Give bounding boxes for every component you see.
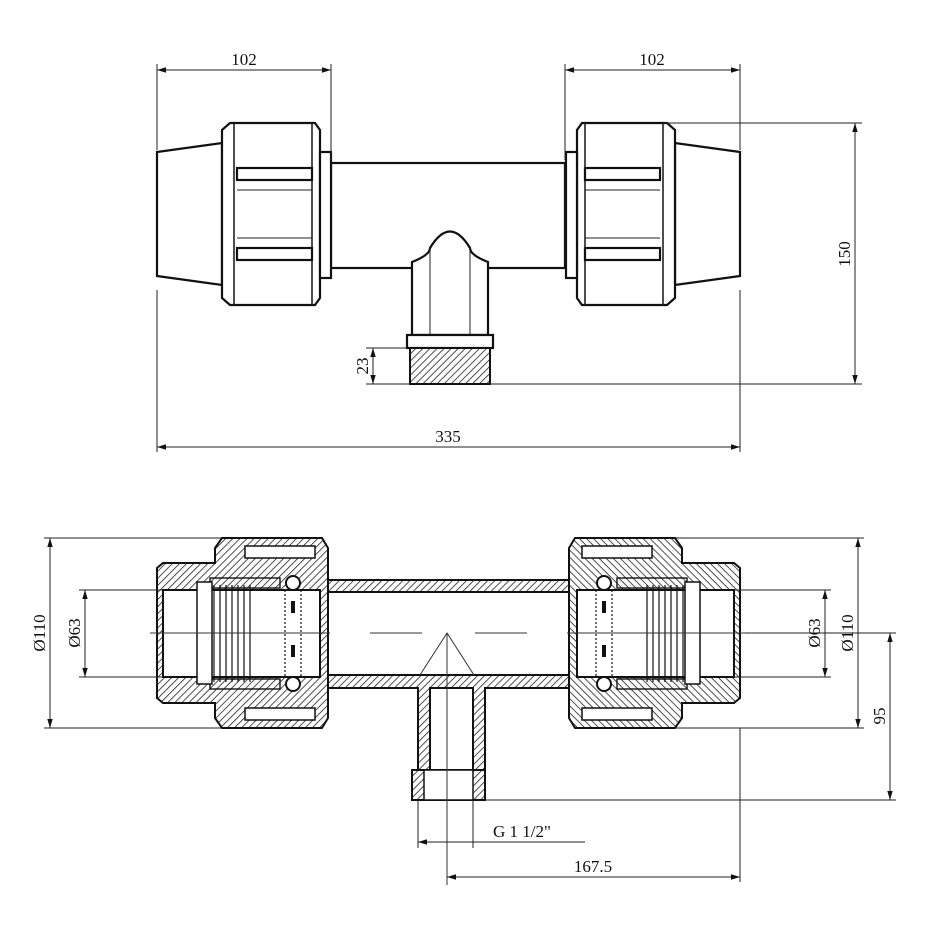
section-view: Ø110 Ø63 Ø63 Ø110 95 G 1 1/2" 167.5	[30, 537, 896, 885]
dim-height: 150	[835, 241, 854, 267]
top-view: 102 102 150 23 335	[155, 50, 862, 452]
branch-body	[410, 230, 490, 337]
branch-thread	[409, 347, 491, 385]
dim-right-inner-diameter: Ø63	[805, 618, 824, 647]
dim-left-width: 102	[231, 50, 257, 69]
dim-thread-length: 23	[353, 358, 372, 375]
dim-left-outer-diameter: Ø110	[30, 614, 49, 651]
dim-right-width: 102	[639, 50, 665, 69]
right-coupling	[564, 121, 742, 307]
dim-thread: G 1 1/2"	[493, 822, 551, 841]
left-coupling	[155, 121, 333, 307]
dim-right-outer-diameter: Ø110	[838, 614, 857, 651]
dim-branch-offset: 95	[870, 708, 889, 725]
pipe-wall-bottom	[321, 674, 576, 771]
dim-left-inner-diameter: Ø63	[65, 618, 84, 647]
dim-half-length: 167.5	[574, 857, 612, 876]
branch-hex	[405, 333, 495, 350]
dim-total-length: 335	[435, 427, 461, 446]
pipe-wall-top	[321, 579, 576, 593]
